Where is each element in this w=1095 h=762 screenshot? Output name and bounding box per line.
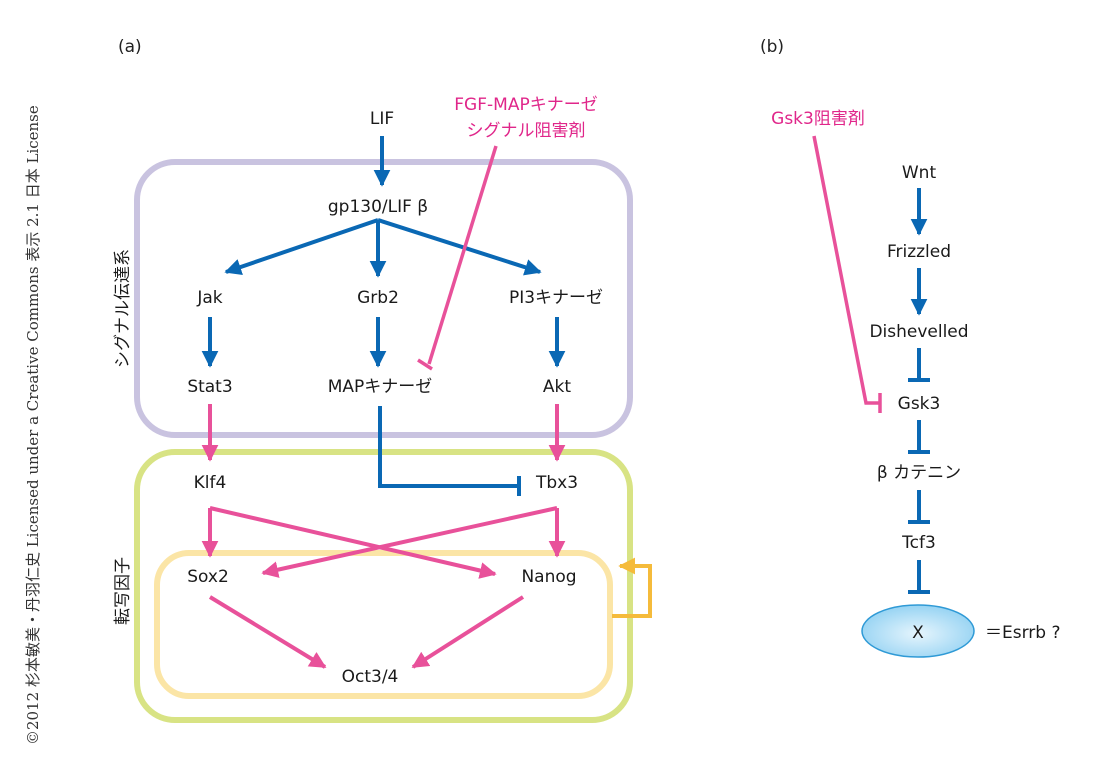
transcription-factor-label: 転写因子 [113, 557, 133, 625]
node-tcf3: Tcf3 [901, 533, 936, 553]
node-beta-catenin: β カテニン [877, 463, 961, 483]
node-stat3: Stat3 [187, 377, 232, 397]
node-x-ellipse [861, 604, 975, 658]
edge-inhibitor-to-mapk [427, 145, 498, 365]
edge-klf4-to-nanog [209, 506, 497, 579]
edge-tbx3-to-sox2 [261, 506, 558, 578]
node-tbx3: Tbx3 [535, 473, 578, 493]
gsk3-inhibitor-label: Gsk3阻害剤 [771, 109, 865, 129]
node-pi3-kinase: PI3キナーゼ [509, 288, 603, 308]
node-klf4: Klf4 [194, 473, 227, 493]
node-akt: Akt [543, 377, 571, 397]
node-lif: LIF [370, 109, 394, 129]
core-network-box [154, 550, 613, 699]
edge-inhibitor-to-mapk-bar [417, 358, 433, 371]
node-x: X [912, 623, 924, 643]
copyright-credit: ©2012 杉本敏美・丹羽仁史 Licensed under a Creativ… [24, 105, 42, 745]
node-oct3-4: Oct3/4 [342, 667, 399, 687]
node-grb2: Grb2 [357, 288, 399, 308]
edge-gp130-to-pi3k [377, 218, 542, 276]
node-nanog: Nanog [521, 567, 576, 587]
fgf-mapk-inhibitor-label-line1: FGF-MAPキナーゼ [454, 95, 597, 115]
node-gp130-lifb: gp130/LIF β [328, 197, 428, 217]
edge-gsk3-inhibitor-to-gsk3 [812, 135, 880, 405]
panel-a-label: (a) [118, 37, 142, 57]
node-sox2: Sox2 [187, 567, 229, 587]
node-jak: Jak [196, 288, 222, 308]
transcription-factor-box [134, 449, 633, 723]
edge-core-self-loop [612, 557, 652, 618]
fgf-mapk-inhibitor-label-line2: シグナル阻害剤 [467, 121, 586, 141]
edge-mapk-inhibits-tbx3 [378, 406, 519, 488]
node-dishevelled: Dishevelled [869, 322, 968, 342]
x-esrrb-note: ＝Esrrb ? [985, 623, 1061, 643]
edge-sox2-to-oct34 [208, 595, 327, 669]
panel-b-label: (b) [760, 37, 784, 57]
node-frizzled: Frizzled [887, 242, 951, 262]
node-gsk3: Gsk3 [898, 394, 941, 414]
node-wnt: Wnt [902, 163, 937, 183]
node-map-kinase: MAPキナーゼ [328, 377, 433, 397]
edge-nanog-to-oct34 [411, 595, 525, 669]
edge-gp130-to-jak [224, 218, 379, 276]
signal-transduction-label: シグナル伝達系 [113, 249, 133, 368]
